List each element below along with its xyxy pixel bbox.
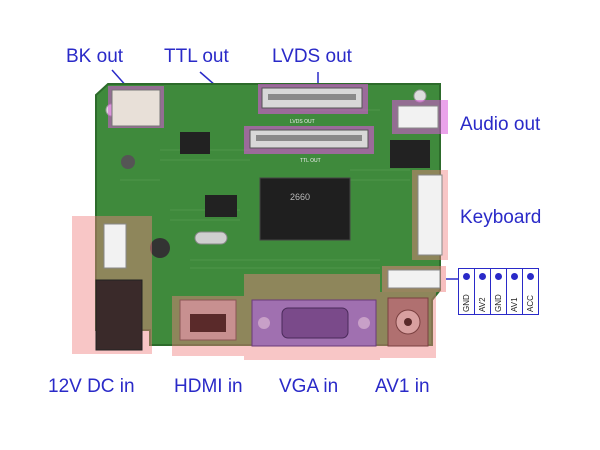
- label-hdmi-in: HDMI in: [174, 376, 243, 397]
- pin-dot: [527, 273, 534, 280]
- inductor: [150, 238, 170, 258]
- pin-dot: [463, 273, 470, 280]
- side-connector: [103, 223, 127, 269]
- label-bk-out: BK out: [66, 46, 124, 67]
- av-pin-connector: [387, 269, 441, 289]
- audio-connector: [397, 105, 439, 129]
- pin-dot: [495, 273, 502, 280]
- pin-table: GND AV2 GND AV1 ACC: [458, 268, 539, 315]
- ic-small: [390, 140, 430, 168]
- label-ttl-out: TTL out: [164, 46, 229, 67]
- lvds-silk: LVDS OUT: [290, 119, 315, 125]
- pin-label: GND: [462, 294, 471, 312]
- label-vga-in: VGA in: [279, 376, 339, 397]
- pin-cell: GND: [490, 268, 507, 315]
- pin-cell: AV2: [474, 268, 491, 315]
- label-dc-in: 12V DC in: [48, 376, 135, 397]
- pin-cell: GND: [458, 268, 475, 315]
- bk-out-connector: [111, 89, 161, 127]
- main-chip: [259, 177, 351, 241]
- pin-dot: [479, 273, 486, 280]
- label-av1-in: AV1 in: [375, 376, 430, 397]
- label-keyboard: Keyboard: [460, 207, 542, 228]
- pin-dot: [511, 273, 518, 280]
- label-lvds-out: LVDS out: [272, 46, 352, 67]
- dc-jack: [95, 279, 143, 351]
- label-audio-out: Audio out: [460, 114, 541, 135]
- pin-cell: ACC: [522, 268, 539, 315]
- ic-left: [205, 195, 237, 217]
- vga-port: [281, 307, 349, 339]
- pin-label: ACC: [526, 295, 535, 312]
- ttl-silk: TTL OUT: [300, 158, 321, 164]
- pin-cell: AV1: [506, 268, 523, 315]
- ic-left2: [180, 132, 210, 154]
- chip-text: 2660: [290, 192, 310, 202]
- capacitor: [121, 155, 135, 169]
- pin-label: AV1: [510, 297, 519, 312]
- crystal: [194, 231, 228, 245]
- pin-label: GND: [494, 294, 503, 312]
- keyboard-connector: [417, 174, 443, 256]
- pin-label: AV2: [478, 297, 487, 312]
